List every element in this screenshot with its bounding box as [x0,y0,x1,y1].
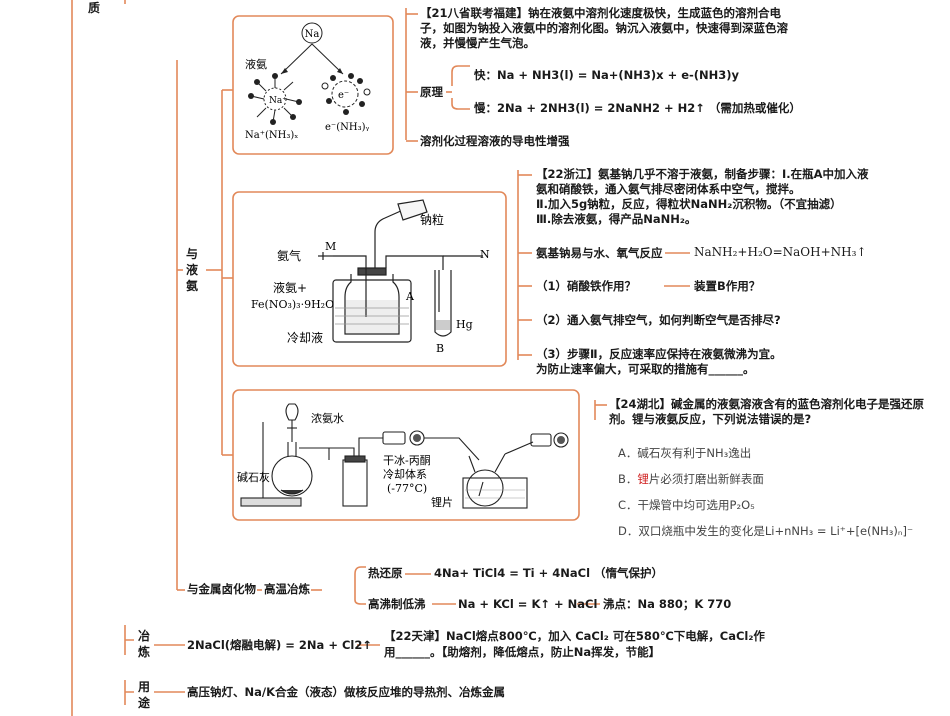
question-0-label: 氨基钠易与水、氧气反应 [536,246,663,260]
usage-text: 高压钠灯、Na/K合金（液态）做核反应堆的导热剂、冶炼金属 [187,685,505,699]
branch-char: 与 [186,247,199,261]
question-3-line2: 为防止速率偏大，可采取的措施有______。 [536,362,755,376]
question-3-line1: （3）步骤Ⅱ，反应速率应保持在液氨微沸为宜。 [536,347,782,361]
fig-sodium-label: 钠粒 [420,212,444,227]
tianjin-note-line2: 用______。【助熔剂，降低熔点，防止Na挥发，节能】 [384,645,661,659]
branch-char: 途 [138,696,151,710]
fig-ferric-label: Fe(NO₃)₃·9H₂O [251,298,334,311]
box1-source-text: 【21八省联考福建】钠在液氨中溶剂化速度极快，生成蓝色的溶剂合电子，如图为钠投入… [420,6,788,50]
branch-label-zhilian: 冶 炼 [138,628,152,660]
fig-cation: Na⁺(NH₃)ₓ [245,130,299,141]
apparatus-diagram-zhejiang: 钠粒 氨气 M N 液氨+ Fe(NO₃)₃·9H₂O A Hg B 冷却液 [251,199,490,355]
fig-ice-label-3: (-77°C) [387,482,427,495]
question-0-equation: NaNH₂+H₂O=NaOH+NH₃↑ [694,245,867,259]
box2-source-line: Ⅲ.除去液氨，得产品NaNH₂。 [536,212,697,226]
high-boiling-equation: Na + KCl = K↑ + NaCl [458,597,598,611]
fig-B-label: B [436,342,444,355]
question-1a: （1）硝酸铁作用？ [536,279,637,293]
branch-char: 炼 [138,645,151,659]
thermal-reduction-equation: 4Na+ TiCl4 = Ti + 4NaCl （惰气保护） [434,566,664,580]
branch-char: 冶 [138,629,151,643]
branch-label-yongtu: 用 途 [138,679,152,711]
high-boiling-label: 高沸制低沸 [368,597,426,611]
slow-reaction: 慢：2Na + 2NH3(l) = 2NaNH2 + H2↑ （需加热或催化） [474,101,801,115]
tianjin-note-line1: 【22天津】NaCl熔点800℃，加入 CaCl₂ 可在580℃下电解，CaCl… [384,629,765,643]
option-b-prefix: B． [618,472,638,486]
fig-ice-label-2: 冷却体系 [383,467,427,481]
fig-M-label: M [325,240,336,253]
box2-source-line: 氨和硝酸铁，通入氨气排尽密闭体系中空气，搅拌。 [536,182,801,196]
fig-N-label: N [480,248,490,261]
fig-na-plus: Na⁺ [269,96,287,106]
fig-soda-lime-label: 碱石灰 [237,470,270,484]
question-1b: 装置B作用？ [694,279,761,293]
conductivity-note: 溶剂化过程溶液的导电性增强 [420,134,570,148]
option-d: D．双口烧瓶中发生的变化是Li+nNH₃ = Li⁺+[e(NH₃)ₙ]⁻ [618,524,914,538]
electrolysis-equation: 2NaCl(熔融电解) = 2Na + Cl2↑ [187,638,372,652]
solvation-diagram: Na 液氨 Na⁺ Na⁺(NH₃)ₓ e⁻ e⁻(NH₃)ᵧ [245,22,371,141]
fig-Hg-label: Hg [456,318,473,331]
option-b: B．锂片必须打磨出新鲜表面 [618,472,764,487]
option-b-suffix: 片必须打磨出新鲜表面 [648,472,764,486]
option-a: A．碱石灰有利于NH₃逸出 [618,446,752,460]
box2-source-line: Ⅱ.加入5g钠粒，反应，得粒状NaNH₂沉积物。（不宜抽滤） [536,197,842,211]
smelting-label: 高温冶炼 [264,582,310,596]
fast-reaction: 快：Na + NH3(l) = Na+(NH3)x + e-(NH3)y [474,68,740,82]
left-label: 质 [88,1,101,15]
apparatus-diagram-hubei: 浓氨水 碱石灰 干冰-丙酮 冷却体系 (-77°C) 锂片 [237,403,569,509]
box3-source-line: 【24湖北】碱金属的液氨溶液含有的蓝色溶剂化电子是强还原 [609,397,925,411]
metal-halide-label: 与金属卤化物 [187,582,256,596]
fig-ammonia-water-label: 浓氨水 [311,412,344,425]
box3-source-line: 剂。锂与液氨反应，下列说法错误的是? [609,412,812,426]
fig-ice-label-1: 干冰-丙酮 [383,454,431,467]
fig-coolant-label: 冷却液 [287,330,323,345]
fig-A-label: A [405,290,415,303]
principle-label: 原理 [420,85,443,99]
question-2: （2）通入氨气排空气，如何判断空气是否排尽? [536,313,781,327]
box2-source-line: 【22浙江】氨基钠几乎不溶于液氨，制备步骤：Ⅰ.在瓶A中加入液 [536,167,869,181]
option-b-highlight: 锂 [637,472,649,486]
fig-ammonia-label: 氨气 [277,248,301,263]
branch-label-yeammonia: 与 液 氨 [186,246,200,294]
fig-na: Na [305,29,320,40]
thermal-reduction-label: 热还原 [368,566,403,580]
boiling-point-note: 沸点：Na 880；K 770 [603,597,732,611]
fig-liquid-ammonia: 液氨 [245,57,267,71]
fig-electron: e⁻(NH₃)ᵧ [325,122,369,133]
branch-char: 用 [138,680,151,694]
fig-liquid-label: 液氨+ [273,280,307,295]
branch-char: 氨 [186,279,199,293]
fig-e-minus: e⁻ [338,90,349,101]
branch-char: 液 [186,263,199,277]
fig-lithium-label: 锂片 [431,495,453,509]
option-c: C．干燥管中均可选用P₂O₅ [618,498,755,512]
